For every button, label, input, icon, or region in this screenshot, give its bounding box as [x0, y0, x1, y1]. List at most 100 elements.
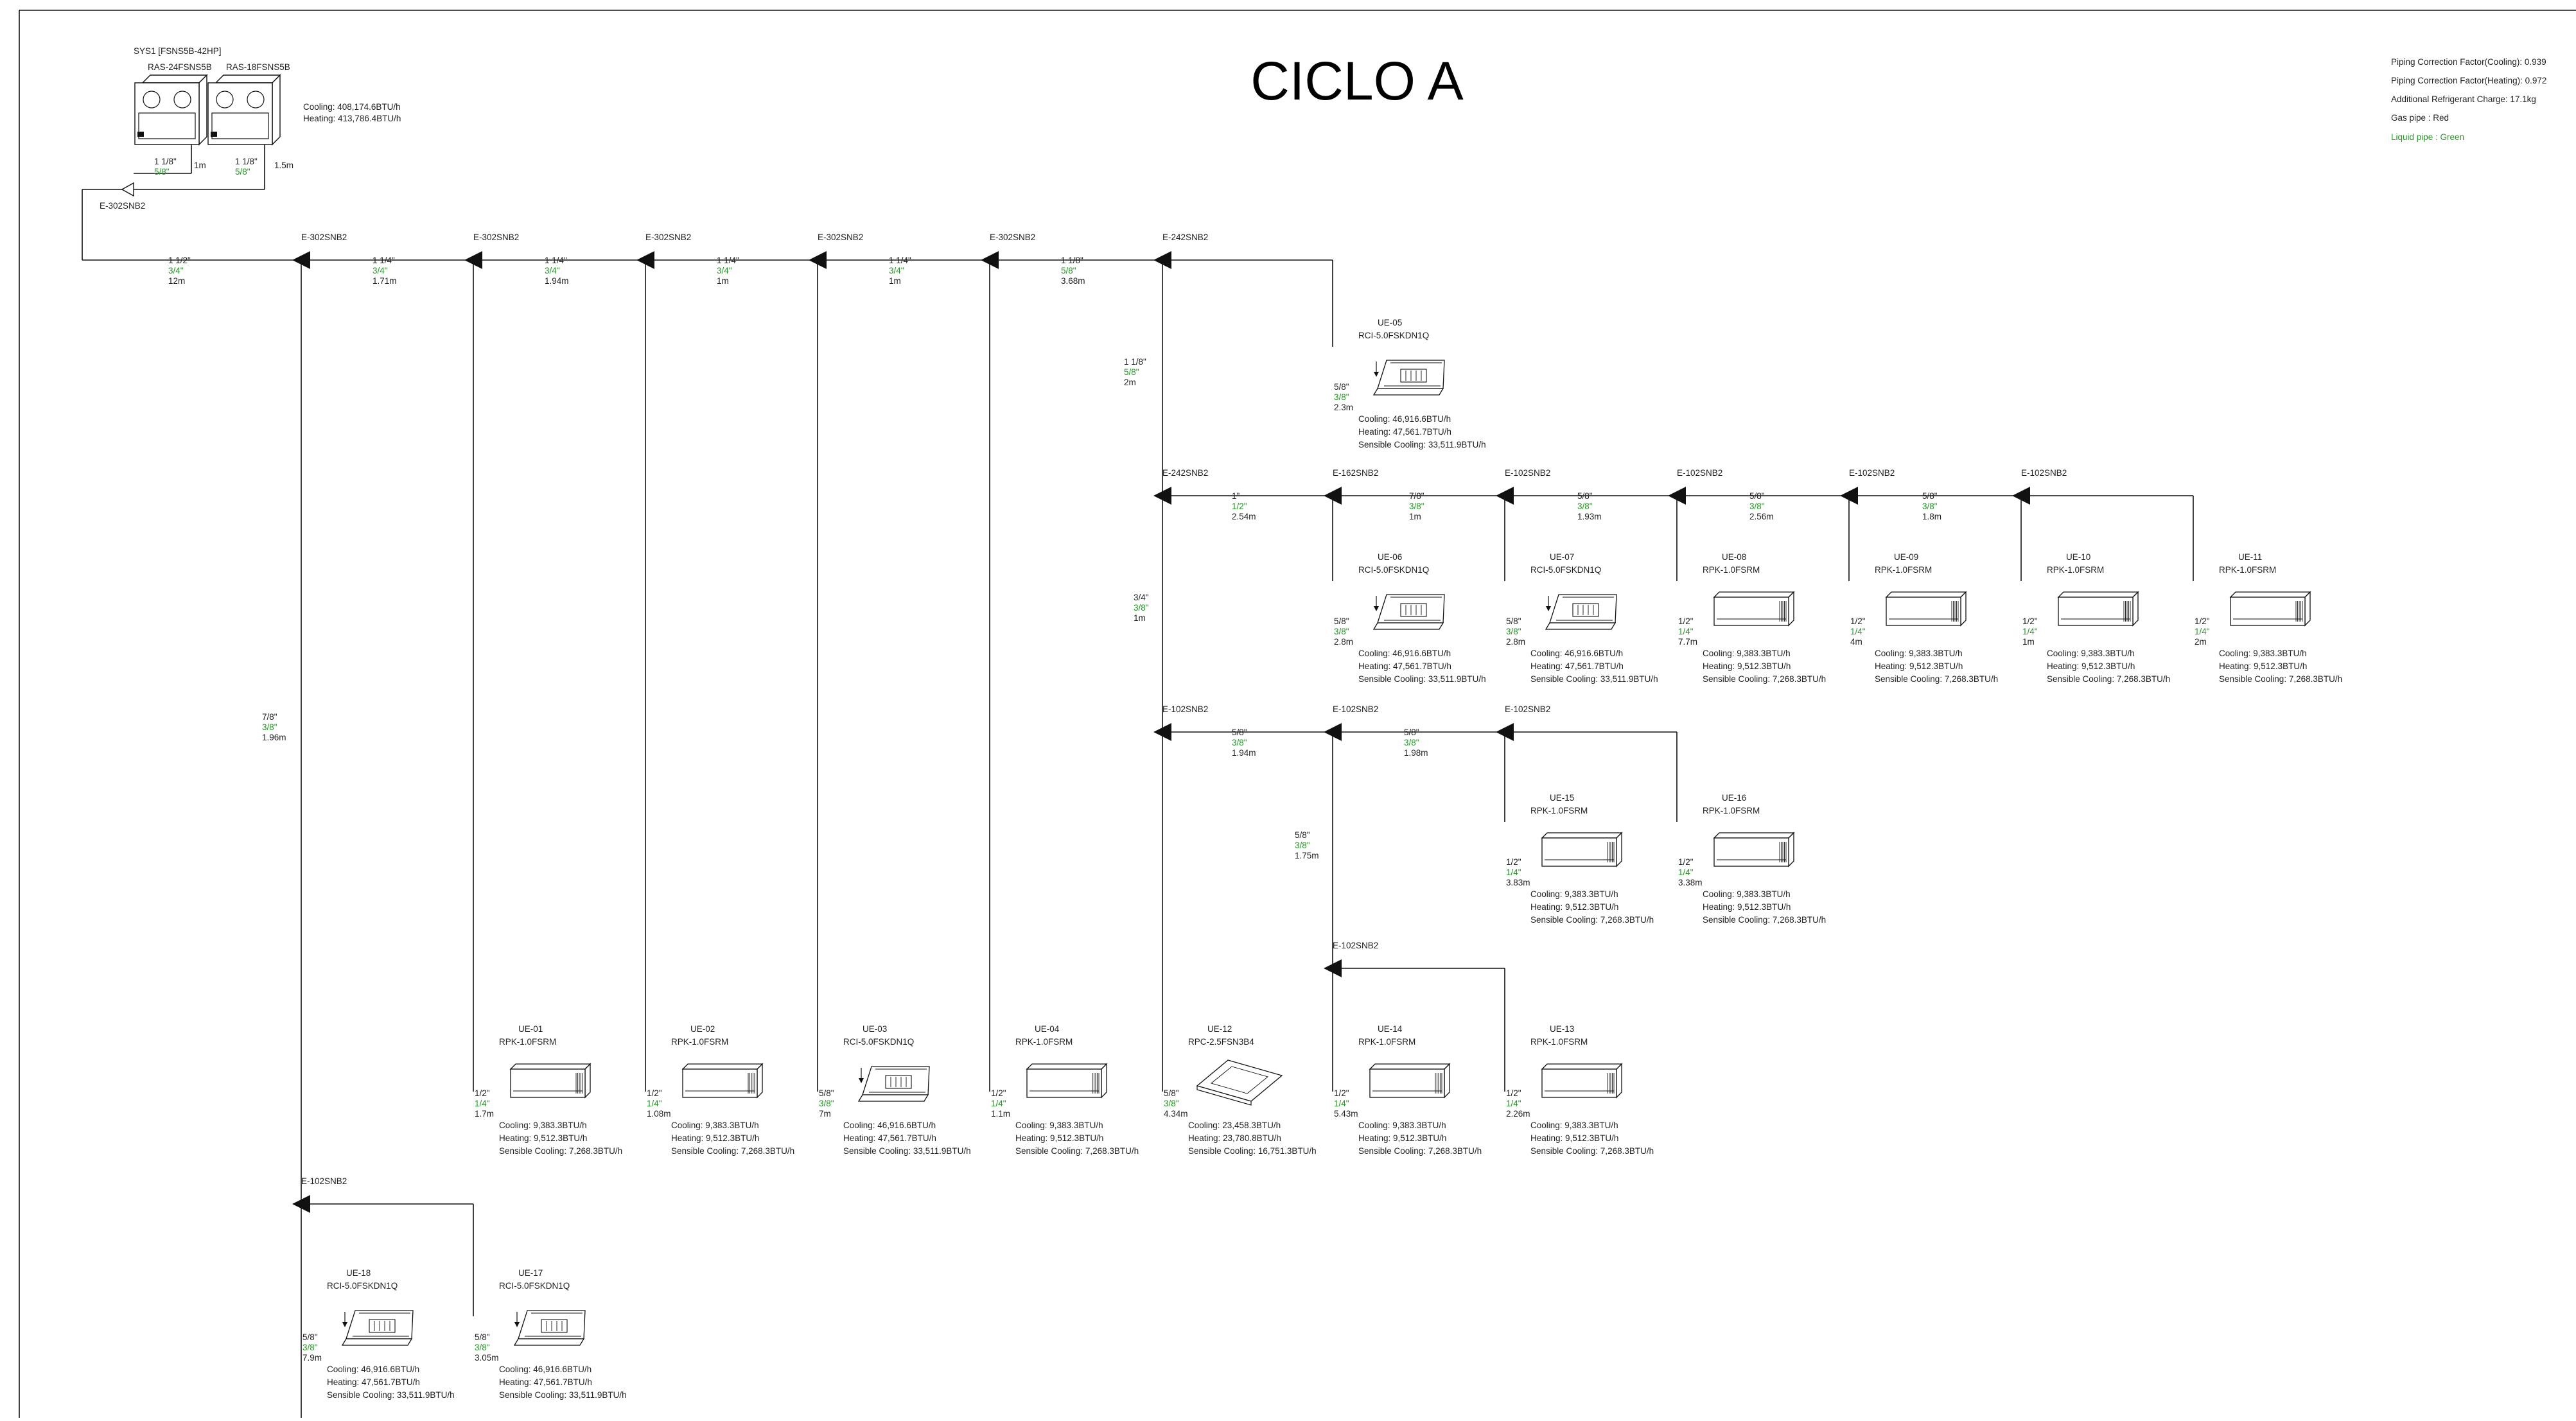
unit-gas-size: 5/8" [819, 1088, 834, 1098]
pipe-liquid-size: 3/8" [1232, 738, 1247, 747]
pipe-length: 1m [1409, 512, 1421, 521]
pipe-gas-size: 1 1/2" [168, 256, 191, 265]
unit-gas-size: 5/8" [302, 1332, 318, 1342]
branch-kit [1840, 487, 1858, 505]
unit-model: RCI-5.0FSKDN1Q [1358, 331, 1429, 340]
unit-id: UE-13 [1550, 1024, 1574, 1034]
unit-model: RPK-1.0FSRM [1358, 1037, 1415, 1047]
unit-heating: Heating: 9,512.3BTU/h [1703, 661, 1791, 671]
pipe-length: 1m [889, 276, 901, 286]
unit-liquid-size: 1/4" [2195, 627, 2210, 636]
unit-id: UE-05 [1378, 318, 1402, 327]
branch-kit [1496, 487, 1514, 505]
unit-id: UE-02 [690, 1024, 715, 1034]
pipe-gas-size: 1" [1232, 491, 1240, 501]
branch-kit-label: E-102SNB2 [1505, 468, 1550, 478]
unit-model: RPK-1.0FSRM [499, 1037, 556, 1047]
outdoor-unit-right [207, 74, 281, 146]
branch-kit-label: E-302SNB2 [301, 232, 347, 242]
pipe-length: 1m [1134, 613, 1146, 623]
unit-pipe-length: 4.34m [1164, 1109, 1188, 1119]
unit-heating: Heating: 9,512.3BTU/h [671, 1133, 759, 1143]
unit-pipe-length: 3.38m [1678, 878, 1703, 887]
unit-cooling: Cooling: 46,916.6BTU/h [1530, 649, 1623, 658]
unit-model: RCI-5.0FSKDN1Q [499, 1281, 570, 1291]
branch-kit [1153, 251, 1171, 269]
indoor-unit-ue-17: UE-17RCI-5.0FSKDN1Q5/8"3/8"3.05mCooling:… [475, 1268, 627, 1400]
unit-gas-size: 1/2" [2022, 616, 2038, 626]
pipe-length: 1.98m [1404, 748, 1428, 758]
unit-gas-size: 1/2" [1334, 1088, 1349, 1098]
pipe-length: 1.96m [262, 733, 286, 742]
unit-heating: Heating: 9,512.3BTU/h [1875, 661, 1963, 671]
unit-sensible-cooling: Sensible Cooling: 7,268.3BTU/h [2219, 674, 2342, 684]
pipe-gas-size: 5/8" [1577, 491, 1593, 501]
unit-pipe-length: 1.1m [991, 1109, 1010, 1119]
info-refrigerant-charge: Additional Refrigerant Charge: 17.1kg [2391, 94, 2536, 104]
indoor-unit-ue-12: UE-12RPC-2.5FSN3B45/8"3/8"4.34mCooling: … [1164, 1024, 1317, 1156]
branch-kit-label: E-102SNB2 [1333, 704, 1378, 714]
unit-liquid-size: 1/4" [991, 1099, 1006, 1108]
unit-id: UE-06 [1378, 552, 1402, 562]
unit-model: RPK-1.0FSRM [1530, 1037, 1588, 1047]
pipe-liquid-size: 3/8" [1749, 501, 1765, 511]
pipe-liquid-size: 3/8" [1577, 501, 1593, 511]
branch-kit [1153, 723, 1171, 741]
unit-heating: Heating: 9,512.3BTU/h [1358, 1133, 1446, 1143]
indoor-unit-ue-07: UE-07RCI-5.0FSKDN1Q5/8"3/8"2.8mCooling: … [1506, 552, 1658, 684]
branch-kit [2012, 487, 2030, 505]
unit-model: RPK-1.0FSRM [1703, 565, 1760, 575]
pipe-gas-size: 1 1/8" [1061, 256, 1083, 265]
unit-id: UE-18 [346, 1268, 371, 1278]
pipe-liquid-size: 1/2" [1232, 501, 1247, 511]
unit-model: RPK-1.0FSRM [671, 1037, 728, 1047]
pipe-liquid-size: 3/4" [545, 266, 560, 275]
unit-id: UE-08 [1722, 552, 1746, 562]
unit-pipe-length: 7.7m [1678, 637, 1697, 647]
outdoor-system: SYS1 [FSNS5B-42HP] RAS-24FSNS5B RAS-18FS… [82, 46, 401, 260]
unit-cooling: Cooling: 9,383.3BTU/h [1703, 889, 1791, 899]
unit-heating: Heating: 9,512.3BTU/h [1703, 902, 1791, 912]
unit-id: UE-15 [1550, 793, 1574, 803]
unit-heating: Heating: 47,561.7BTU/h [1358, 661, 1451, 671]
unit-id: UE-12 [1207, 1024, 1232, 1034]
unit-liquid-size: 3/8" [819, 1099, 834, 1108]
branch-kit [464, 251, 482, 269]
unit-cooling: Cooling: 9,383.3BTU/h [2219, 649, 2307, 658]
branch-kit-label: E-102SNB2 [1162, 704, 1208, 714]
info-heating-factor: Piping Correction Factor(Heating): 0.972 [2391, 76, 2546, 85]
branch-kit-label: E-102SNB2 [1505, 704, 1550, 714]
pipe-liquid-size: 3/8" [1134, 603, 1149, 613]
unit-pipe-length: 3.83m [1506, 878, 1530, 887]
unit-id: UE-07 [1550, 552, 1574, 562]
pipe-gas-size: 5/8" [1922, 491, 1938, 501]
pipe-gas-size: 5/8" [1404, 728, 1419, 737]
unit-heating: Heating: 9,512.3BTU/h [2047, 661, 2135, 671]
unit-pipe-length: 7.9m [302, 1353, 322, 1363]
unit-sensible-cooling: Sensible Cooling: 33,511.9BTU/h [1530, 674, 1658, 684]
unit-gas-size: 1/2" [2195, 616, 2210, 626]
unit-model: RCI-5.0FSKDN1Q [843, 1037, 914, 1047]
pipe-liquid-size: 3/4" [168, 266, 184, 275]
unit-liquid-size: 1/4" [2022, 627, 2038, 636]
unit-pipe-length: 1.08m [647, 1109, 671, 1119]
unit-sensible-cooling: Sensible Cooling: 7,268.3BTU/h [1015, 1146, 1139, 1156]
pipe-liquid-size: 3/8" [1409, 501, 1424, 511]
header-branch-symbol [121, 182, 134, 197]
unit-model: RPK-1.0FSRM [1703, 806, 1760, 815]
pipe-gas-size: 5/8" [1295, 830, 1310, 840]
unit-gas-size: 5/8" [1164, 1088, 1179, 1098]
pipe-liquid-size: 3/8" [1404, 738, 1419, 747]
unit-id: UE-09 [1894, 552, 1918, 562]
unit-heating: Heating: 9,512.3BTU/h [2219, 661, 2307, 671]
unit-model: RCI-5.0FSKDN1Q [327, 1281, 398, 1291]
